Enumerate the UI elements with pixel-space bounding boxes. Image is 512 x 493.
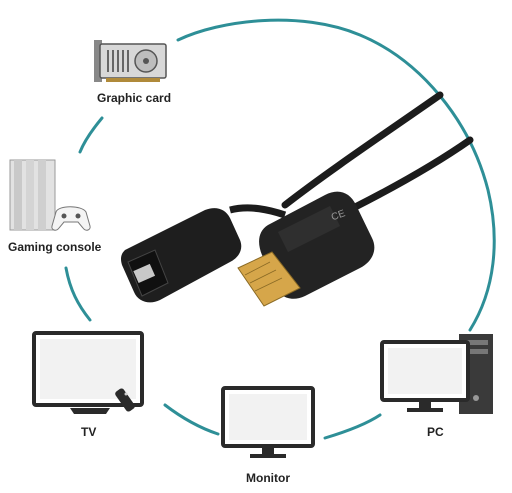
gaming-console-icon	[9, 159, 91, 231]
ring-segment-bottom-right	[323, 413, 382, 440]
label-gaming-console: Gaming console	[8, 240, 102, 254]
ce-mark-icon: CE	[330, 208, 347, 223]
monitor-icon	[221, 386, 315, 458]
label-pc: PC	[427, 425, 444, 439]
connection-ring	[64, 18, 496, 440]
ring-segment-bottom-left	[163, 403, 220, 436]
cable-icon: CE	[121, 91, 474, 307]
graphic-card-icon	[94, 40, 167, 82]
ring-segment-left-lower	[64, 266, 92, 322]
label-tv: TV	[81, 425, 97, 439]
ring-segment-top	[176, 18, 496, 332]
ring-segment-left-upper	[78, 116, 104, 154]
label-graphic-card: Graphic card	[97, 91, 172, 105]
pc-icon	[380, 334, 493, 414]
label-monitor: Monitor	[246, 471, 290, 485]
tv-icon	[32, 331, 144, 414]
